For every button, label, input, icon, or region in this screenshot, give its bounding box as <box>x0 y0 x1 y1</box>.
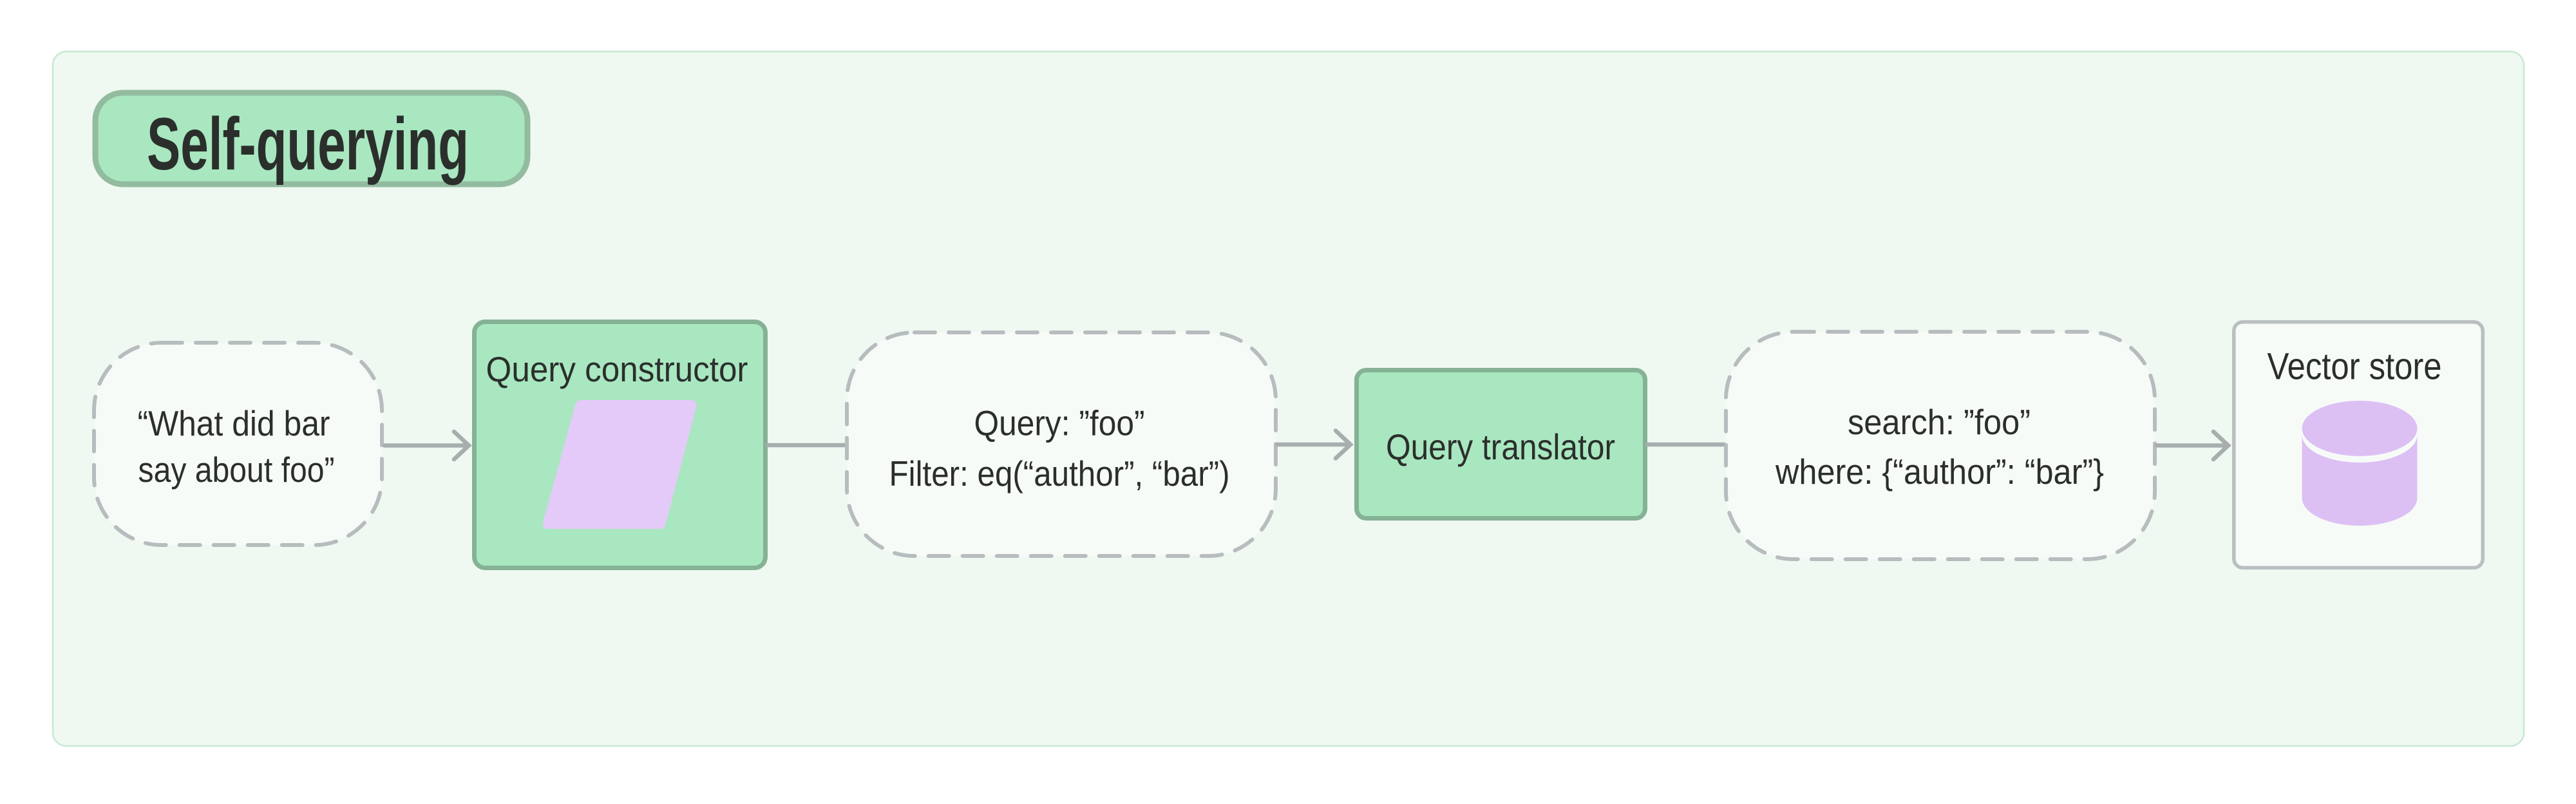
svg-text:Vector store: Vector store <box>2268 346 2442 388</box>
svg-text:where: {“author”: “bar”}: where: {“author”: “bar”} <box>1775 452 2104 492</box>
svg-text:Query constructor: Query constructor <box>486 349 748 389</box>
svg-text:Query translator: Query translator <box>1386 426 1615 467</box>
svg-text:Self-querying: Self-querying <box>147 103 469 186</box>
svg-text:“What did bar: “What did bar <box>138 403 330 443</box>
svg-text:say about foo”: say about foo” <box>138 450 335 490</box>
svg-text:Query: ”foo”: Query: ”foo” <box>974 403 1145 443</box>
svg-text:search: ”foo”: search: ”foo” <box>1848 402 2031 442</box>
svg-text:Filter: eq(“author”, “bar”): Filter: eq(“author”, “bar”) <box>889 454 1230 493</box>
